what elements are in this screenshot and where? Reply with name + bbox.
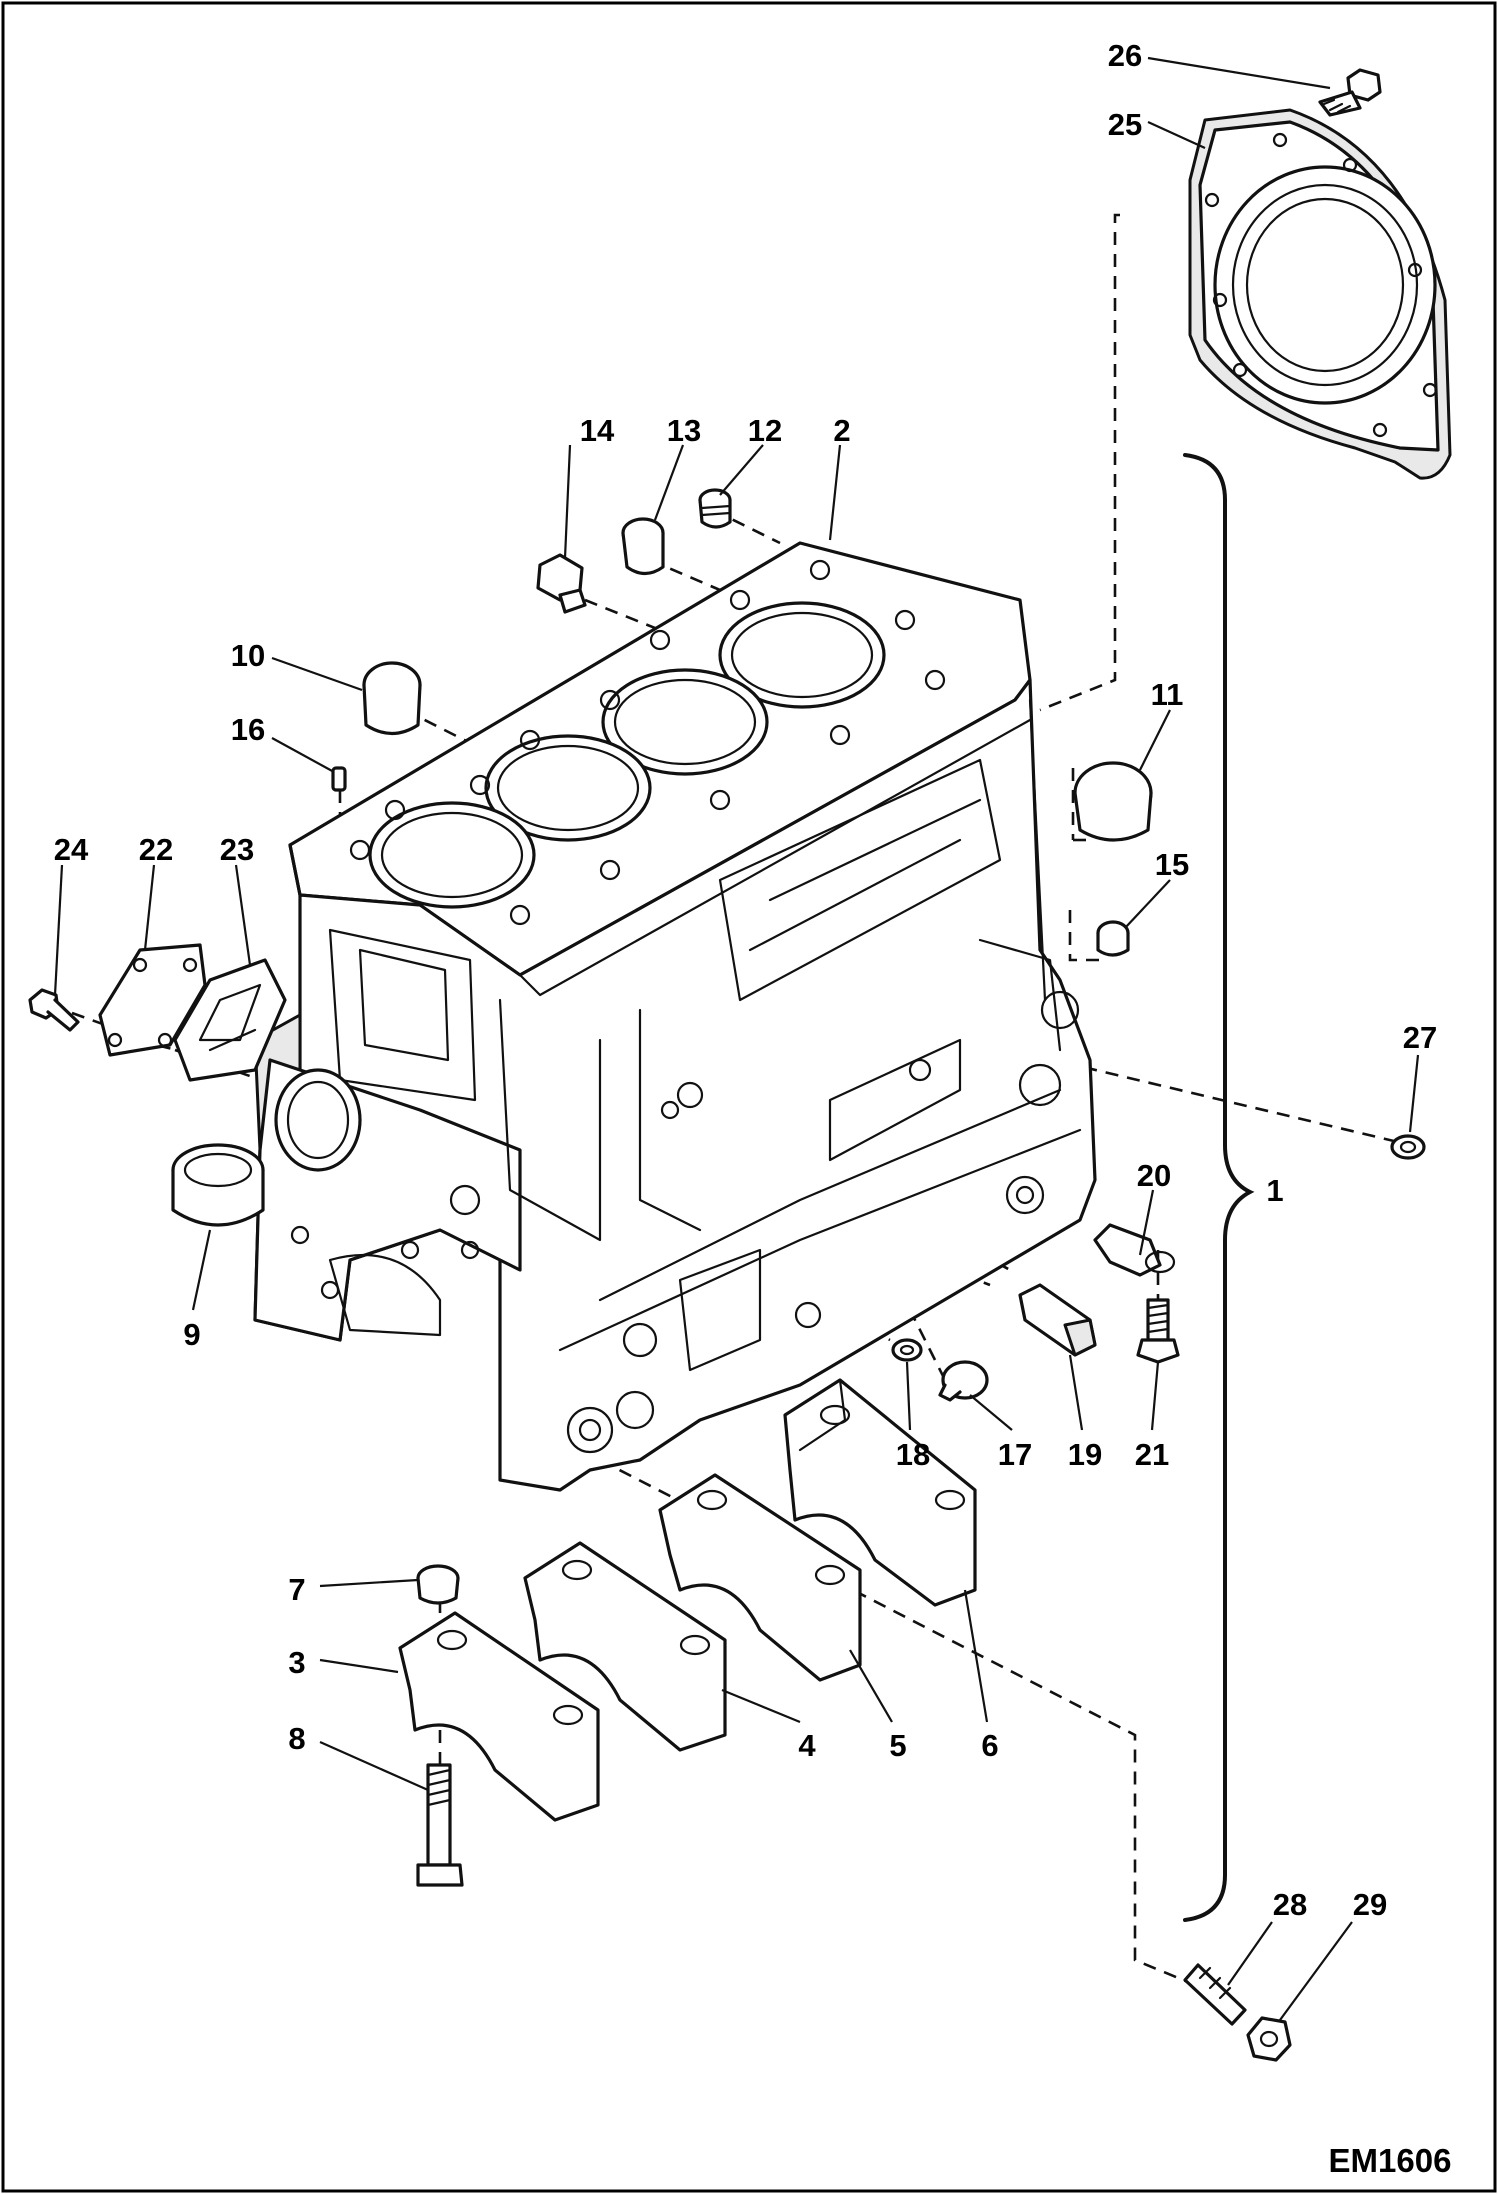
callout-24: 24 (54, 832, 89, 867)
bearing-cap-4 (523, 1541, 727, 1752)
assembly-bracket (1183, 453, 1255, 1922)
callout-19: 19 (1068, 1437, 1102, 1472)
callout-17: 17 (998, 1437, 1032, 1472)
callout-6: 6 (981, 1728, 998, 1763)
callout-28: 28 (1273, 1887, 1307, 1922)
callout-26: 26 (1108, 38, 1142, 73)
plug-14 (536, 553, 587, 614)
callout-14: 14 (580, 413, 615, 448)
bearing-cap-3 (398, 1611, 600, 1822)
plug-7 (416, 1564, 460, 1605)
plug-17 (938, 1360, 989, 1402)
cylinder-block (253, 541, 1097, 1492)
callout-27: 27 (1403, 1020, 1437, 1055)
bracket-20 (1093, 1223, 1176, 1277)
callout-18: 18 (896, 1437, 930, 1472)
callout-7: 7 (288, 1572, 305, 1607)
seal-ring-27 (1390, 1134, 1426, 1160)
callout-10: 10 (231, 638, 265, 673)
plug-12 (698, 488, 732, 529)
callout-9: 9 (183, 1317, 200, 1352)
bolt-24 (28, 988, 80, 1032)
leader-lines (53, 56, 1420, 2021)
seal-housing-bolt (1318, 68, 1382, 117)
callout-23: 23 (220, 832, 254, 867)
callout-29: 29 (1353, 1887, 1387, 1922)
callout-8: 8 (288, 1721, 305, 1756)
callout-12: 12 (748, 413, 782, 448)
gasket-23 (173, 958, 287, 1082)
callout-3: 3 (288, 1645, 305, 1680)
callout-25: 25 (1108, 107, 1142, 142)
cup-plug-10 (362, 661, 422, 736)
callout-21: 21 (1135, 1437, 1169, 1472)
plug-15 (1096, 920, 1130, 957)
callout-11: 11 (1151, 677, 1184, 712)
nut-29 (1246, 2016, 1292, 2062)
drawing-code: EM1606 (1329, 2142, 1452, 2179)
cap-bolt-8 (416, 1763, 464, 1887)
callout-13: 13 (667, 413, 701, 448)
callout-5: 5 (889, 1728, 906, 1763)
oil-seal-9 (171, 1143, 265, 1227)
cup-plug-11 (1073, 761, 1153, 842)
callout-4: 4 (798, 1728, 816, 1763)
callout-2: 2 (833, 413, 850, 448)
bolt-21 (1136, 1298, 1180, 1364)
sensor-19 (1018, 1283, 1097, 1357)
callout-22: 22 (139, 832, 173, 867)
rear-oil-seal-housing (1188, 108, 1452, 480)
bearing-cap-5 (658, 1473, 862, 1682)
callout-15: 15 (1155, 847, 1189, 882)
washer-18 (891, 1338, 923, 1362)
bearing-cap-6 (783, 1378, 977, 1607)
dowel-pin-16 (331, 766, 347, 792)
callout-1: 1 (1266, 1173, 1283, 1208)
plug-13 (621, 517, 665, 576)
callout-16: 16 (231, 712, 265, 747)
stud-28 (1183, 1963, 1247, 2026)
callout-20: 20 (1137, 1158, 1171, 1193)
cover-plate-22 (98, 943, 207, 1057)
